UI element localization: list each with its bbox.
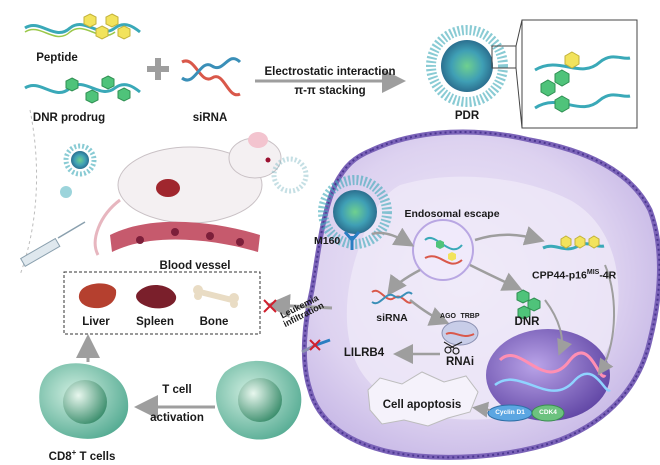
bone-icon — [193, 285, 239, 308]
cell-apoptosis-label: Cell apoptosis — [382, 399, 462, 411]
cyclin-d1-label: Cyclin D1 — [495, 409, 525, 416]
liver-icon — [78, 283, 117, 309]
endosomal-escape-label: Endosomal escape — [404, 208, 500, 220]
zoom-inset — [521, 19, 638, 129]
lilrb4-receptor — [301, 338, 331, 354]
mouse-illustration — [93, 132, 282, 256]
spleen-icon — [136, 285, 177, 309]
liver-label: Liver — [82, 316, 110, 328]
syringe-icon — [19, 221, 86, 268]
dnr-molecule — [516, 289, 541, 320]
ago-label: AGO — [440, 313, 456, 320]
activation-label: activation — [150, 412, 204, 424]
t-cell-label: T cell — [162, 384, 192, 396]
zoom-box — [491, 45, 517, 69]
dnr-label: DNR — [514, 316, 540, 328]
cdk4-protein — [531, 404, 565, 422]
nucleus — [486, 329, 611, 421]
pi-stacking-label: π-π stacking — [294, 85, 366, 97]
m160-receptor — [343, 231, 361, 250]
pdr-nanoparticle — [426, 25, 508, 107]
scissors-icon — [443, 341, 463, 355]
trbp-label: TRBP — [460, 313, 480, 320]
cd8-t-cells-label: CD8+ T cells — [48, 448, 116, 463]
rnai-label: RNAi — [445, 356, 475, 368]
peptide-label: Peptide — [36, 52, 78, 64]
sirna-inner-helix — [371, 289, 413, 305]
sirna-helix — [181, 57, 242, 97]
dnr-prodrug-molecule — [24, 75, 141, 104]
plus-icon — [147, 58, 169, 80]
blood-vessel — [110, 221, 260, 252]
spleen-label: Spleen — [136, 316, 174, 328]
pdr-label: PDR — [454, 110, 480, 122]
cpp-peptide — [542, 235, 605, 251]
lilrb4-label: LILRB4 — [343, 347, 385, 359]
ago-complex — [441, 320, 479, 346]
sirna-inner-label: siRNA — [376, 312, 408, 324]
cd8-t-cell — [39, 363, 129, 439]
organs-box — [63, 271, 261, 335]
bone-label: Bone — [199, 316, 229, 328]
cpp44-label: CPP44-p16MIS-4R — [532, 269, 617, 282]
nanoparticle-membrane — [318, 175, 392, 249]
t-cell — [215, 360, 302, 440]
block-x-icon — [263, 299, 277, 313]
m160-label: M160 — [314, 235, 341, 247]
sirna-label: siRNA — [192, 112, 228, 124]
blood-vessel-label: Blood vessel — [159, 260, 231, 272]
dnr-prodrug-label: DNR prodrug — [32, 112, 106, 124]
nanoparticle-small — [60, 143, 309, 198]
cdk4-label: CDK4 — [539, 409, 557, 416]
peptide-molecule — [24, 13, 141, 40]
endosome — [412, 219, 474, 281]
electrostatic-label: Electrostatic interaction — [264, 66, 396, 78]
leukemia-arrow — [266, 293, 333, 318]
